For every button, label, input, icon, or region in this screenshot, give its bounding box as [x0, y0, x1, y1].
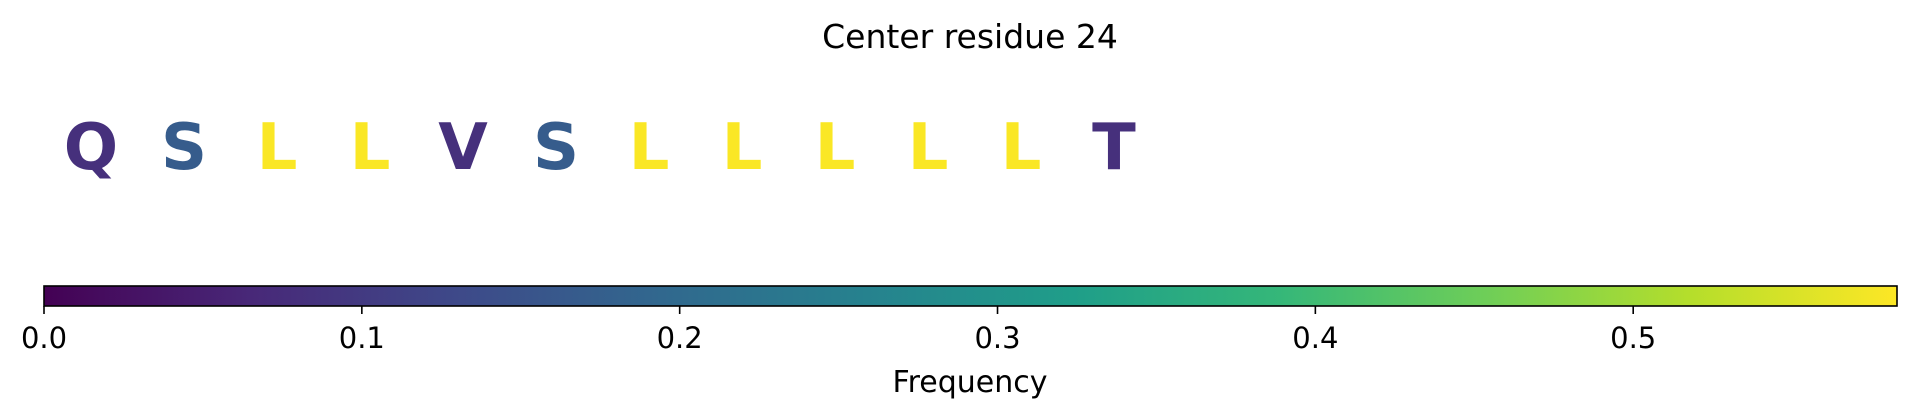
- residue-letter: L: [1001, 111, 1042, 185]
- residue-letter: V: [438, 111, 488, 185]
- residue-letter: L: [722, 111, 763, 185]
- residue-letter: L: [350, 111, 391, 185]
- residue-letter: Q: [64, 111, 118, 185]
- colorbar-frame: [43, 285, 1898, 307]
- colorbar-tick-label: 0.3: [974, 321, 1020, 355]
- colorbar: 0.0 0.1 0.2 0.3 0.4 0.5: [21, 285, 1898, 355]
- colorbar-tick-label: 0.1: [339, 321, 385, 355]
- residue-letter: L: [908, 111, 949, 185]
- colorbar-gradient-bar: [44, 286, 1897, 306]
- chart-title: Center residue 24: [822, 17, 1118, 56]
- colorbar-tick-label: 0.2: [657, 321, 703, 355]
- residue-letter: S: [161, 111, 207, 185]
- colorbar-tick-label: 0.4: [1292, 321, 1338, 355]
- residue-letter: S: [533, 111, 579, 185]
- residue-letter: L: [257, 111, 298, 185]
- residue-letter: L: [815, 111, 856, 185]
- colorbar-ticks: 0.0 0.1 0.2 0.3 0.4 0.5: [21, 306, 1656, 355]
- colorbar-tick-label: 0.5: [1610, 321, 1656, 355]
- colorbar-tick-label: 0.0: [21, 321, 67, 355]
- residue-letter: T: [1092, 111, 1136, 185]
- residue-letter: L: [629, 111, 670, 185]
- colorbar-label: Frequency: [893, 365, 1048, 400]
